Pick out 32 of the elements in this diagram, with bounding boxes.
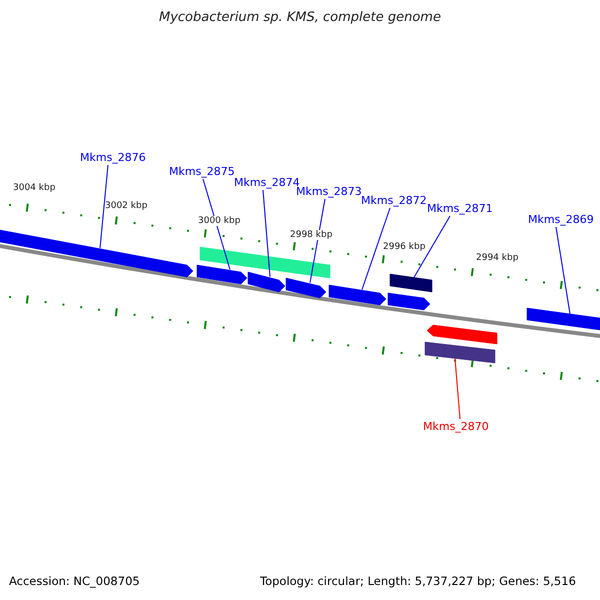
gene-feature [0, 230, 194, 278]
leader-line [454, 358, 460, 420]
scale-label: 3004 kbp [13, 183, 56, 193]
gene-feature [200, 246, 330, 278]
scale-label: 2998 kbp [290, 230, 332, 240]
leader-line [262, 190, 270, 278]
gene-feature [526, 308, 600, 330]
gene-feature [424, 342, 496, 364]
gene-feature [196, 264, 248, 284]
scale-label: 2996 kbp [383, 242, 426, 252]
gene-label: Mkms_2875 [169, 165, 235, 178]
gene-label: Mkms_2872 [361, 194, 427, 207]
gene-feature [388, 292, 430, 310]
gene-label: Mkms_2876 [80, 151, 146, 164]
gene-feature [248, 272, 286, 292]
leader-line [310, 198, 326, 284]
leader-line [414, 216, 450, 278]
title: Mycobacterium sp. KMS, complete genome [158, 10, 442, 25]
footer-text: Topology: circular; Length: 5,737,227 bp; Genes: 5,516 [260, 574, 576, 588]
gene-feature [390, 274, 432, 292]
scale-label: 2994 kbp [476, 253, 518, 263]
footer-text: Accession: NC_008705 [9, 574, 140, 588]
leader-line [202, 178, 230, 270]
gene-label: Mkms_2870 [423, 420, 489, 433]
gene-label: Mkms_2871 [427, 202, 493, 215]
scale-label: 3000 kbp [198, 216, 240, 226]
leader-line [100, 164, 108, 249]
scale-label: 3002 kbp [105, 201, 148, 211]
gene-feature [328, 284, 386, 306]
leader-line [556, 226, 570, 314]
gene-feature [426, 324, 498, 344]
gene-label: Mkms_2869 [528, 213, 594, 226]
